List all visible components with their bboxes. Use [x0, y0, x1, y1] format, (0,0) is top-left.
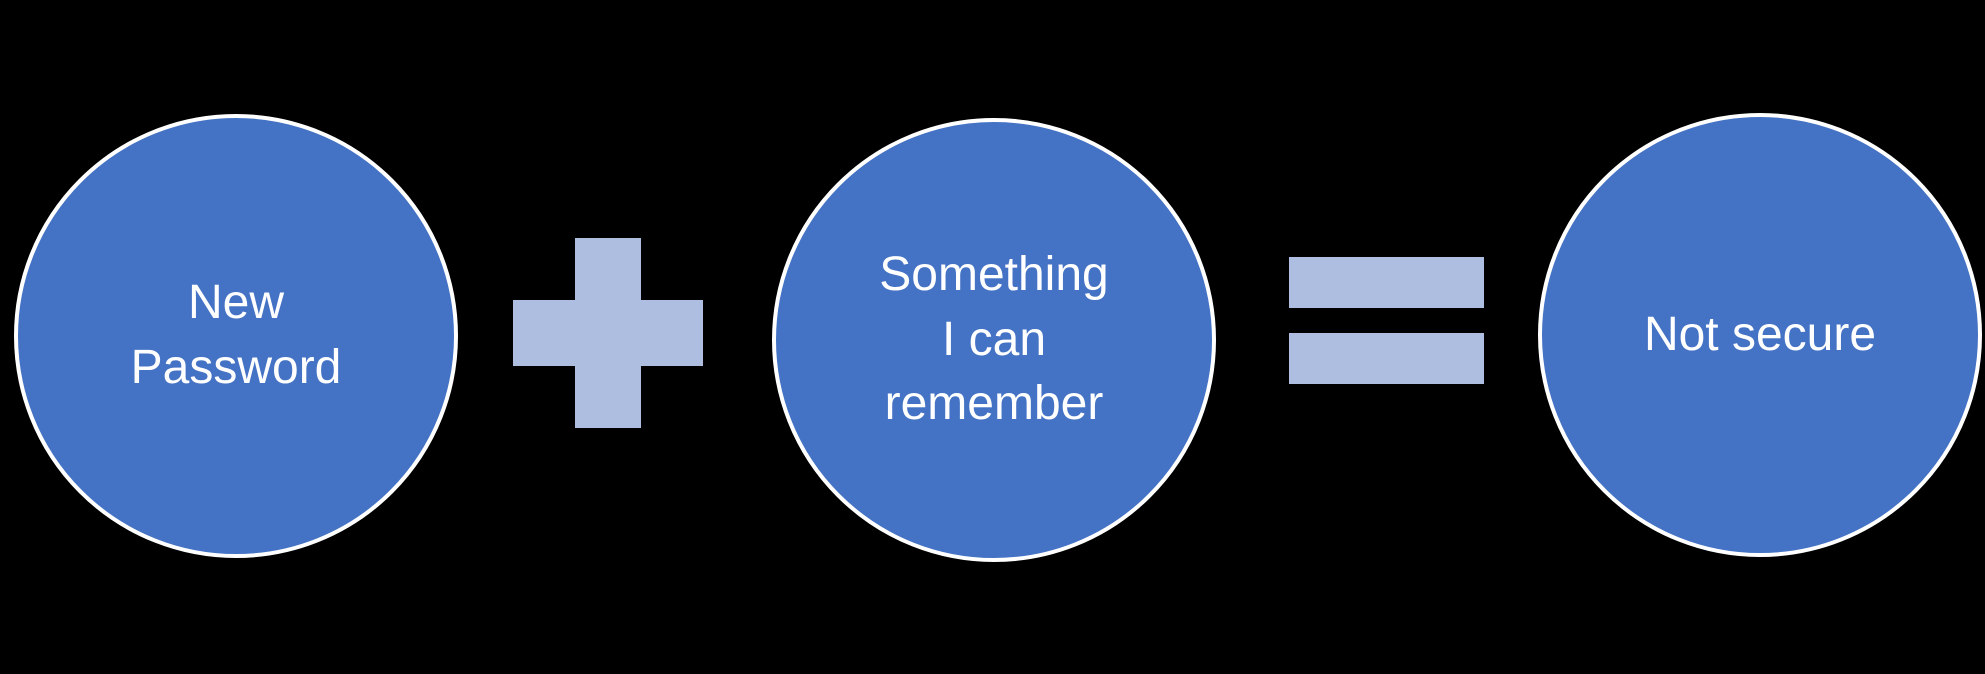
equals-icon-top-bar	[1289, 257, 1484, 308]
node-new-password: New Password	[14, 114, 458, 558]
node-something-i-can-remember: Something I can remember	[772, 118, 1216, 562]
plus-icon-horizontal-bar	[513, 300, 703, 366]
node-new-password-label: New Password	[130, 276, 342, 394]
plus-icon	[513, 238, 703, 428]
node-not-secure: Not secure	[1538, 113, 1982, 557]
node-something-i-can-remember-label: Something I can remember	[879, 247, 1109, 431]
node-not-secure-label: Not secure	[1643, 307, 1877, 361]
equals-icon-bottom-bar	[1289, 333, 1484, 384]
equals-icon	[1289, 257, 1484, 384]
